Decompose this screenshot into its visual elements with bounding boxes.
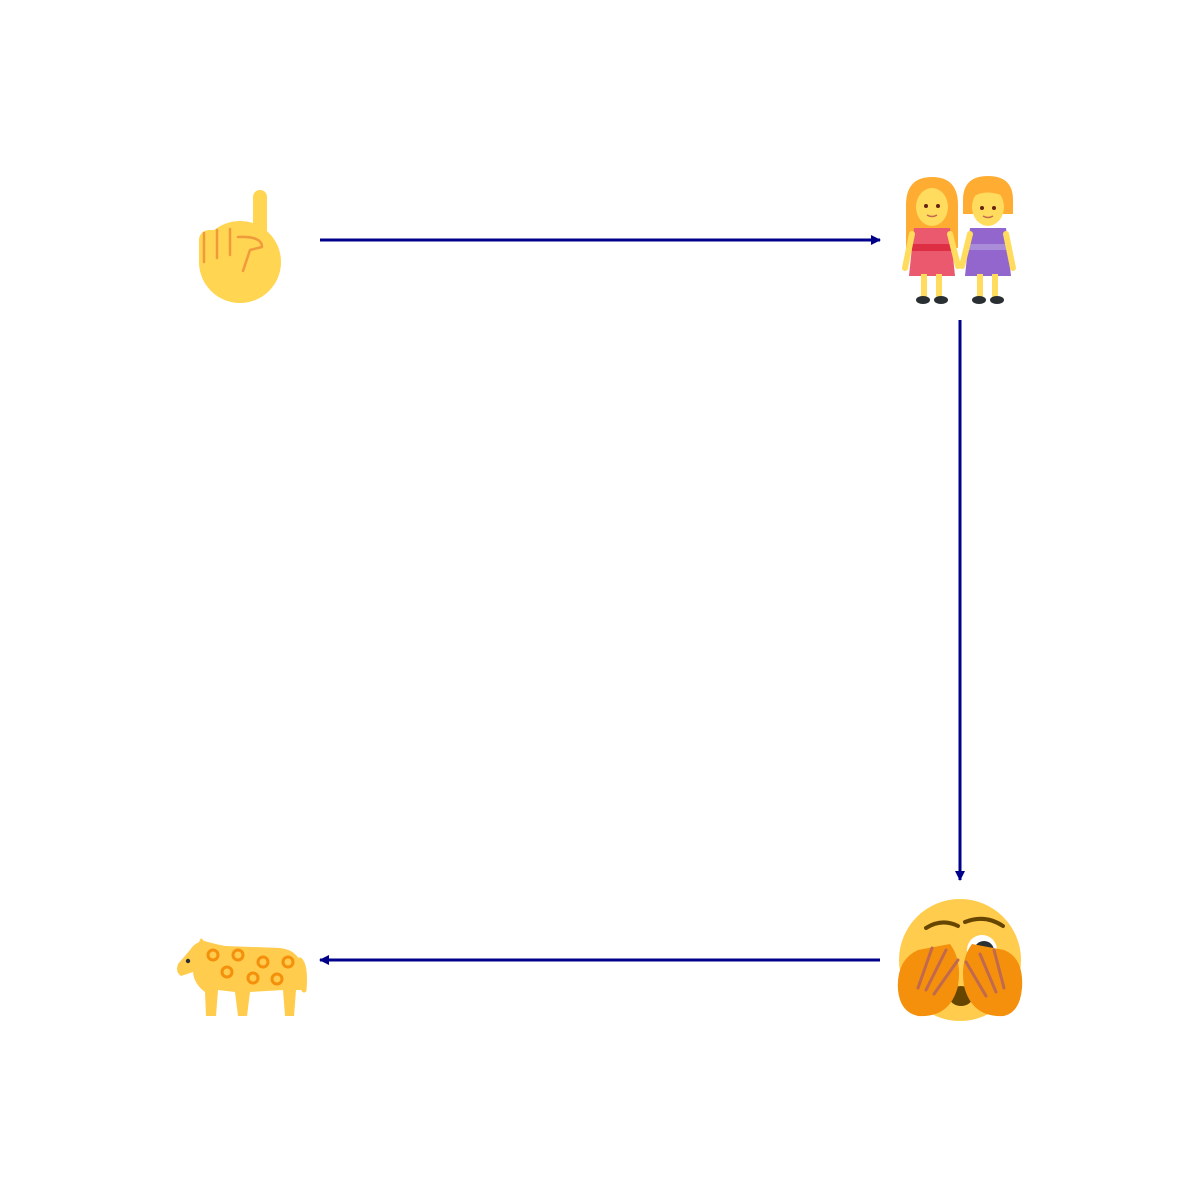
face-with-open-eyes-and-hand-over-mouth-icon — [897, 899, 1023, 1021]
women-holding-hands-icon — [902, 176, 1016, 304]
index-pointing-up-icon — [199, 190, 281, 303]
leopard-icon — [177, 938, 307, 1016]
